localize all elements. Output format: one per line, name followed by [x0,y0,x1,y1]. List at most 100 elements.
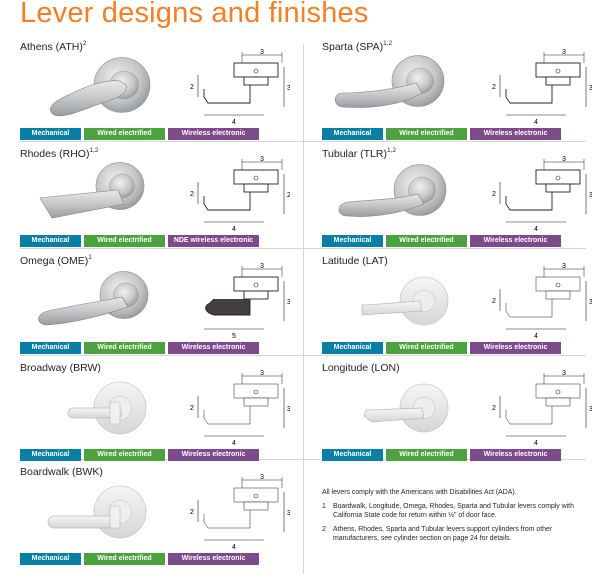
lever-profile [505,85,553,104]
dim-bottom: 4 [534,440,538,446]
badge-wireless: Wireless electronic [470,235,561,247]
lever-name-text: Omega (OME) [20,255,89,267]
lever-photo [39,162,145,219]
dim-bottom: 4 [232,544,236,550]
dim-top: 3 [260,49,264,56]
note-number: 2 [322,526,326,534]
dim-bottom: 4 [534,333,538,339]
dim-bottom: 4 [534,226,538,232]
lever-photo [67,381,147,435]
dim-left: 2 [492,191,496,198]
dimension-drawing: 3 2 3 4 [492,263,592,339]
dim-top: 3 [562,263,566,270]
dim-top: 3 [562,370,566,377]
note-number: 1 [322,503,326,511]
badge-wireless: Wireless electronic [470,449,561,461]
lever-name-text: Rhodes (RHO) [20,148,90,160]
lever-photo [334,55,445,108]
badge-wired: Wired electrified [84,235,165,247]
lever-arm [334,82,423,108]
dim-top: 3 [260,370,264,377]
note-1: 1 Boardwalk, Longitude, Omega, Rhodes, S… [322,503,584,520]
lever-name: Sparta (SPA)1,2 [322,40,392,53]
badge-mechanical: Mechanical [20,235,81,247]
dimension-drawing: 335 [204,263,290,339]
lever-arm [67,407,123,419]
lever-name-text: Longitude (LON) [322,362,400,374]
dim-bottom: 4 [232,440,236,446]
lever-photo [338,164,447,217]
lever-profile [203,510,251,529]
dim-top: 3 [562,156,566,163]
badge-mechanical: Mechanical [322,128,383,140]
dim-right: 3 [287,85,290,92]
dim-right: 2 [287,192,290,199]
lever-name: Athens (ATH)2 [20,40,87,53]
lever-photo [363,383,449,433]
note-2: 2 Athens, Rhodes, Sparta and Tubular lev… [322,526,584,543]
dim-bottom: 5 [232,333,236,339]
lever-arm [47,515,121,529]
lever-photo [47,485,147,539]
lever-name: Broadway (BRW) [20,362,101,374]
ada-notes: All levers comply with the Americans wit… [322,489,584,549]
badge-mechanical: Mechanical [322,449,383,461]
lever-photo [50,57,151,117]
dim-right: 3 [589,299,592,306]
lever-profile [505,192,553,211]
dimension-drawing: 3 2 3 4 [492,156,592,232]
badge-wireless: Wireless electronic [470,128,561,140]
lever-name: Tubular (TLR)1,2 [322,147,397,160]
dim-bottom: 4 [534,119,538,125]
dim-right: 3 [287,510,290,517]
badge-mechanical: Mechanical [20,342,81,354]
lever-profile [205,298,251,316]
lever-profile [505,299,553,318]
badge-wireless: Wireless electronic [470,342,561,354]
dim-bottom: 4 [232,119,236,125]
dim-right: 3 [287,299,290,306]
dimension-drawing: 3 2 3 4 [190,49,290,125]
footnote-ref: 1,2 [386,147,397,154]
badge-wireless: Wireless electronic [168,128,259,140]
note-text: Athens, Rhodes, Sparta and Tubular lever… [333,526,553,542]
badge-mechanical: Mechanical [322,235,383,247]
dim-left: 2 [492,405,496,412]
lever-profile [203,85,251,104]
dim-left: 2 [190,405,194,412]
dim-right: 3 [589,192,592,199]
footnote-ref: 2 [82,40,87,47]
footnote-ref: 1 [88,254,92,261]
dim-left: 2 [190,84,194,91]
badge-wireless: NDE wireless electronic [168,235,259,247]
dim-top: 3 [260,474,264,481]
badge-wireless: Wireless electronic [168,449,259,461]
lever-name-text: Broadway (BRW) [20,362,101,374]
dim-top: 3 [562,49,566,56]
lever-name: Longitude (LON) [322,362,400,374]
badge-wired: Wired electrified [84,128,165,140]
lever-name: Latitude (LAT) [322,255,388,267]
dim-left: 2 [492,298,496,305]
lever-arm [38,296,129,326]
dim-left: 2 [190,191,194,198]
lever-name-text: Sparta (SPA) [322,41,384,53]
dim-left: 2 [492,84,496,91]
lever-arm [50,80,127,117]
badge-mechanical: Mechanical [20,553,81,565]
lever-name: Rhodes (RHO)1,2 [20,147,98,160]
lever-name-text: Athens (ATH) [20,41,83,53]
badge-wired: Wired electrified [386,128,467,140]
lever-name: Omega (OME)1 [20,254,92,267]
